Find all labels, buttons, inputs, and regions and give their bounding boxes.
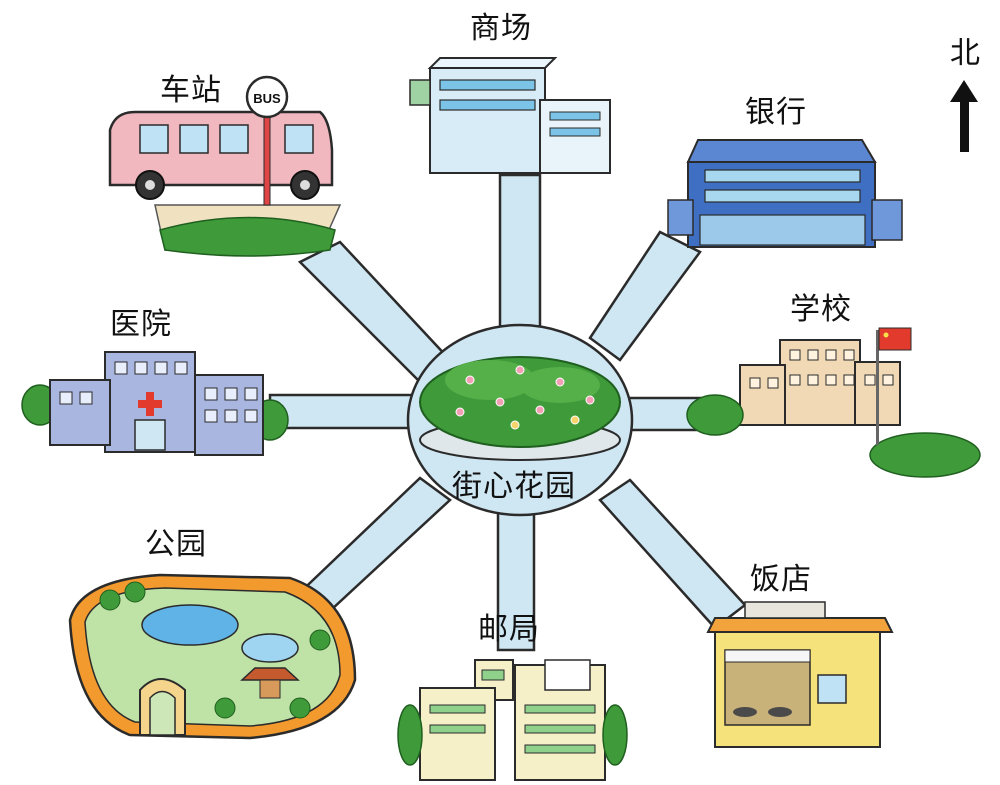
road-to-hospital[interactable] [268,393,432,430]
compass-north-label: 北 [950,36,980,71]
label-station: 车站 [160,73,222,108]
compass: 北 [945,28,985,72]
label-school: 学校 [790,292,852,327]
school-illustration[interactable] [686,327,981,478]
label-post-office: 邮局 [478,612,540,647]
post-office-illustration[interactable] [397,659,628,781]
road-to-mall[interactable] [498,173,542,337]
central-garden[interactable] [419,356,621,461]
road-to-station[interactable] [297,240,452,384]
bank-illustration[interactable] [667,139,903,248]
restaurant-illustration[interactable] [706,601,894,748]
label-restaurant: 饭店 [750,562,812,597]
north-arrow-icon [950,80,978,152]
road-to-restaurant[interactable] [598,478,747,630]
label-hospital: 医院 [110,307,172,342]
mall-illustration[interactable] [409,57,611,174]
label-central-garden: 街心花园 [452,469,576,504]
station-illustration[interactable]: BUS [108,75,342,257]
label-mall: 商场 [470,11,532,46]
pond [141,604,239,646]
flag-icon [878,327,912,351]
bus-stop-sign-text: BUS [253,91,281,106]
label-park: 公园 [145,527,207,562]
red-cross-icon [138,392,162,416]
road-to-bank[interactable] [588,230,702,362]
hospital-illustration[interactable] [21,351,289,456]
park-illustration[interactable] [68,573,357,740]
bus-stop-sign-icon [245,75,289,119]
garden-flowers [455,365,595,430]
label-bank: 银行 [745,95,807,130]
